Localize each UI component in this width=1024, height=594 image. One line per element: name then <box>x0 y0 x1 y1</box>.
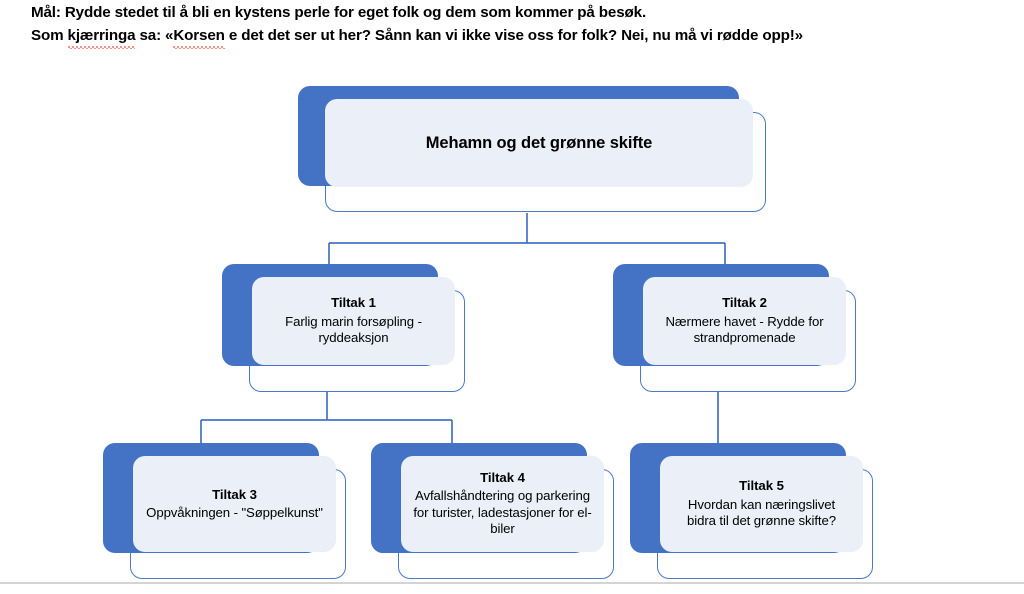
node-root[interactable]: Mehamn og det grønne skifte <box>298 86 768 214</box>
bottom-fill <box>0 584 1024 594</box>
node-tiltak4-content-layer: Tiltak 4 Avfallshåndtering og parkering … <box>401 456 604 552</box>
node-tiltak2[interactable]: Tiltak 2 Nærmere havet - Rydde for stran… <box>613 264 861 394</box>
bottom-divider <box>0 582 1024 584</box>
node-tiltak4[interactable]: Tiltak 4 Avfallshåndtering og parkering … <box>371 443 619 581</box>
node-tiltak1-desc: Farlig marin forsøpling - ryddeaksjon <box>285 313 422 346</box>
spellcheck-word-korsen: Korsen <box>173 25 226 49</box>
node-tiltak4-desc: Avfallshåndtering og parkering for turis… <box>413 488 592 537</box>
node-tiltak5-title: Tiltak 5 <box>739 478 784 494</box>
heading-line-2-part-c: e det det ser ut her? Sånn kan vi ikke v… <box>224 27 803 44</box>
spellcheck-word-kjaerringa: kjærringa <box>67 25 136 49</box>
heading-line-1-text: Mål: Rydde stedet til å bli en kystens p… <box>31 4 647 21</box>
node-tiltak5[interactable]: Tiltak 5 Hvordan kan næringslivet bidra … <box>630 443 878 581</box>
heading-line-2-part-b: sa: « <box>135 27 174 44</box>
slide-heading: Mål: Rydde stedet til å bli en kystens p… <box>31 2 991 49</box>
heading-line-1: Mål: Rydde stedet til å bli en kystens p… <box>31 2 991 24</box>
heading-line-2-part-a: Som <box>31 27 68 44</box>
node-tiltak4-title: Tiltak 4 <box>480 470 525 486</box>
node-tiltak1-title: Tiltak 1 <box>331 295 376 311</box>
node-root-content-layer: Mehamn og det grønne skifte <box>325 99 753 187</box>
node-tiltak5-desc: Hvordan kan næringslivet bidra til det g… <box>687 496 836 529</box>
node-tiltak1[interactable]: Tiltak 1 Farlig marin forsøpling - rydde… <box>222 264 470 394</box>
node-tiltak2-content-layer: Tiltak 2 Nærmere havet - Rydde for stran… <box>643 277 846 365</box>
node-tiltak3-title: Tiltak 3 <box>212 486 257 502</box>
node-tiltak3[interactable]: Tiltak 3 Oppvåkningen - "Søppelkunst" <box>103 443 351 581</box>
heading-line-2: Som kjærringa sa: «Korsen e det det ser … <box>31 25 991 49</box>
node-tiltak3-content-layer: Tiltak 3 Oppvåkningen - "Søppelkunst" <box>133 456 336 552</box>
node-tiltak3-desc: Oppvåkningen - "Søppelkunst" <box>146 504 323 520</box>
node-root-title: Mehamn og det grønne skifte <box>425 133 653 152</box>
node-tiltak5-content-layer: Tiltak 5 Hvordan kan næringslivet bidra … <box>660 456 863 552</box>
node-tiltak2-desc: Nærmere havet - Rydde for strandpromenad… <box>665 313 824 346</box>
node-tiltak1-content-layer: Tiltak 1 Farlig marin forsøpling - rydde… <box>252 277 455 365</box>
node-tiltak2-title: Tiltak 2 <box>722 295 767 311</box>
